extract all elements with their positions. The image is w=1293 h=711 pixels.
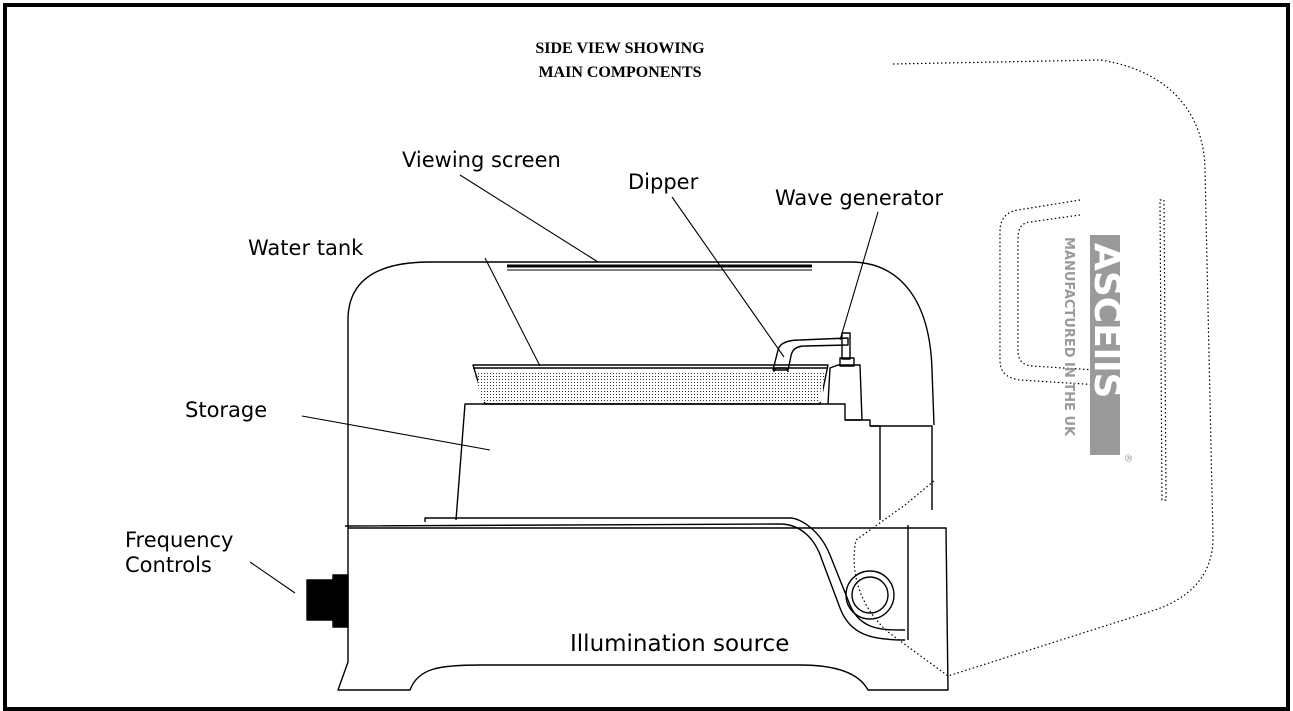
hinge-knob-outer: [845, 570, 895, 620]
label-dipper: Dipper: [628, 170, 699, 194]
wave-generator: [827, 364, 863, 421]
leader-dipper: [671, 196, 785, 358]
diagram-title-line1: SIDE VIEW SHOWING: [535, 40, 705, 57]
label-frequency-controls-line1: Frequency: [125, 528, 234, 552]
storage-block: [455, 403, 881, 521]
logo-tagline: MANUFACTURED IN THE UK: [1061, 237, 1076, 437]
lid-edge-strip: [1159, 199, 1167, 501]
diagram-title-line2: MAIN COMPONENTS: [538, 64, 702, 81]
logo-registered: ®: [1122, 453, 1133, 463]
leader-viewing-screen: [459, 174, 599, 263]
base-housing: [337, 527, 949, 691]
label-storage: Storage: [185, 398, 268, 422]
label-viewing-screen: Viewing screen: [402, 148, 561, 172]
label-wave-generator: Wave generator: [775, 186, 944, 210]
label-water-tank: Water tank: [248, 236, 364, 260]
logo-brand: ASCEllS: [1086, 243, 1127, 398]
hinge-knob-inner: [851, 576, 889, 614]
leader-water-tank: [484, 257, 541, 367]
leader-wave-generator: [839, 211, 879, 341]
base-top-rail: [424, 517, 906, 631]
diagram-border: [3, 3, 1290, 711]
leader-frequency-controls: [249, 561, 296, 594]
lid-logo-panel-inner: [1017, 214, 1096, 371]
label-frequency-controls-line2: Controls: [125, 553, 212, 577]
asceus-logo: ASCEllS MANUFACTURED IN THE UK ®: [1061, 235, 1133, 463]
frequency-control-knob: [306, 579, 336, 621]
cabinet-hood: [347, 261, 935, 528]
label-illumination-source: Illumination source: [570, 631, 790, 657]
leader-storage: [301, 415, 491, 451]
dipper-arm: [772, 337, 849, 371]
lid-logo-panel: [999, 199, 1101, 386]
